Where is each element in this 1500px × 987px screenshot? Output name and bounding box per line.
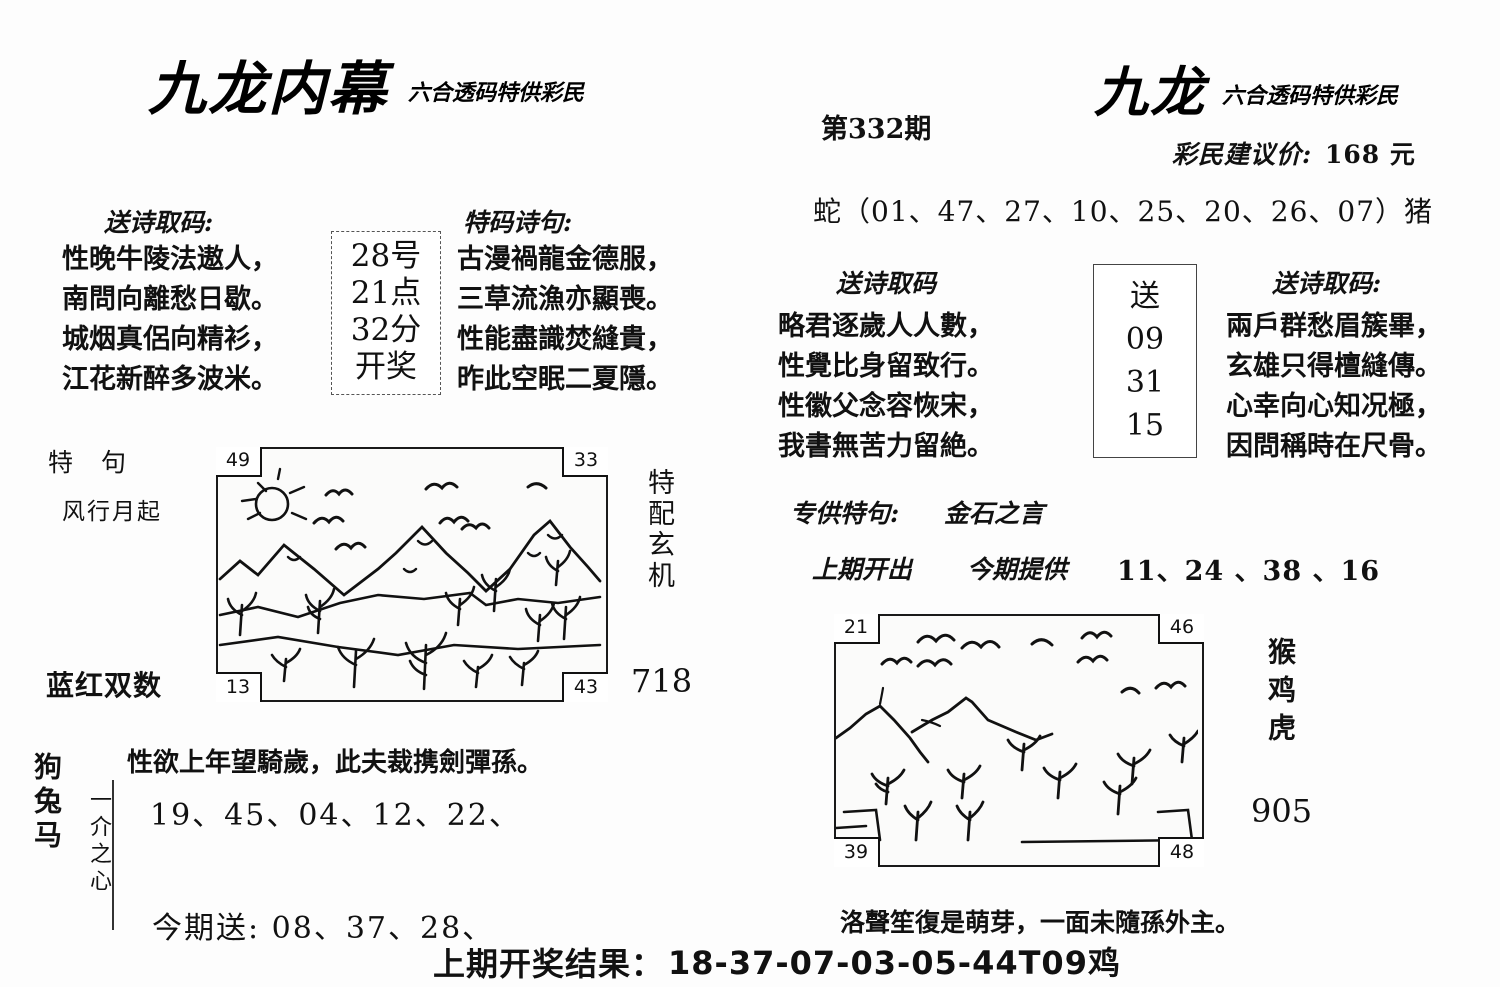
left-side-label-top: 特 句 — [48, 448, 136, 477]
poem-line: 因問稱時在尺骨。 — [1226, 431, 1442, 462]
poem-line: 古漫禍龍金德服， — [457, 244, 673, 275]
poem-line: 三草流漁亦顯喪。 — [457, 284, 673, 315]
right-price-label: 彩民建议价: — [1172, 140, 1313, 169]
right-sketch-corner-top-right: 46 — [1158, 614, 1204, 644]
left-brand-title: 九龙内幕 — [148, 55, 389, 123]
right-sketch-corner-top-left: 21 — [834, 614, 880, 644]
poem-line: 性覺比身留致行。 — [778, 351, 994, 382]
left-code-box: 28号 21点 32分 开奖 — [331, 231, 441, 395]
left-sketch-corner-top-right: 33 — [562, 447, 608, 477]
footer-result: 18-37-07-03-05-44T09鸡 — [668, 944, 1121, 982]
vertical-divider — [112, 780, 114, 930]
right-sketch-corner-bottom-right: 48 — [1158, 837, 1204, 867]
right-zodiac-line: 蛇（01、47、27、10、25、20、26、07）猪 — [813, 195, 1434, 228]
code-line: 15 — [1125, 408, 1165, 443]
poem-line: 性晚牛陵法遨人， — [62, 244, 278, 275]
right-sketch-drawing — [836, 630, 1198, 844]
left-sketch-corner-top-left: 49 — [216, 447, 262, 477]
poem-line: 性能盡識焚縫貴， — [457, 324, 673, 355]
code-line: 28号 — [350, 238, 422, 274]
right-code-box: 送 09 31 15 — [1093, 264, 1197, 458]
left-special-poem-title: 特码诗句: — [463, 208, 573, 237]
right-sketch-corner-bottom-left: 39 — [834, 837, 880, 867]
right-brand-subtitle: 六合透码特供彩民 — [1222, 83, 1399, 109]
code-line: 开奖 — [355, 349, 417, 385]
right-brand-title: 九龙 — [1094, 60, 1206, 124]
left-numbers-line: 19、45、04、12、22、 — [150, 798, 521, 833]
right-issue-number: 第332期 — [821, 114, 932, 145]
right-landscape-sketch: 21 46 39 48 — [834, 614, 1204, 867]
right-second-poem-title: 送诗取码: — [1272, 269, 1382, 298]
left-image-number: 718 — [631, 662, 693, 700]
right-last-issue-label: 上期开出 — [812, 555, 913, 584]
left-brand-subtitle: 六合透码特供彩民 — [408, 80, 585, 106]
right-poem-lines: 略君逐歲人人數， 性覺比身留致行。 性徽父念容恢宋， 我書無苦力留絶。 — [778, 307, 994, 467]
left-bottom-poem: 性欲上年望騎歲，此夫裁携劍彈孫。 — [127, 748, 544, 778]
code-line: 21点 — [350, 275, 422, 311]
left-vertical-label: 特配玄机 — [643, 468, 674, 592]
poem-line: 江花新醉多波米。 — [62, 364, 278, 395]
poem-line: 南問向離愁日歇。 — [62, 284, 278, 315]
poem-line: 我書無苦力留絶。 — [778, 431, 994, 462]
right-price-value: 168 元 — [1325, 140, 1416, 169]
code-line: 32分 — [350, 312, 422, 348]
left-poem-lines: 性晚牛陵法遨人， 南問向離愁日歇。 城烟真侶向精衫， 江花新醉多波米。 — [62, 240, 278, 400]
right-zodiac-column: 猴鸡虎 — [1264, 637, 1297, 751]
poem-line: 心幸向心知况極， — [1226, 391, 1442, 422]
left-side-label-bottom: 蓝红双数 — [46, 669, 163, 702]
poem-line: 昨此空眠二夏隱。 — [457, 364, 673, 395]
right-special-value: 金石之言 — [944, 499, 1045, 528]
right-poem-title: 送诗取码 — [836, 269, 937, 298]
code-line: 09 — [1125, 322, 1165, 357]
poem-line: 兩戶群愁眉簇畢， — [1226, 311, 1442, 342]
poem-line: 略君逐歲人人數， — [778, 311, 994, 342]
poem-line: 性徽父念容恢宋， — [778, 391, 994, 422]
left-zodiac-column: 狗兔马 — [30, 752, 63, 854]
poem-line: 城烟真侶向精衫， — [62, 324, 278, 355]
left-poem-title: 送诗取码: — [104, 208, 214, 237]
right-second-poem-lines: 兩戶群愁眉簇畢， 玄雄只得檀縫傳。 心幸向心知况極， 因問稱時在尺骨。 — [1226, 307, 1442, 467]
right-this-issue-label: 今期提供 — [967, 555, 1068, 584]
right-special-label: 专供特句: — [790, 499, 900, 528]
left-sketch-corner-bottom-left: 13 — [216, 672, 262, 702]
left-sketch-drawing — [218, 467, 602, 691]
right-this-issue-numbers: 11、24 、38 、16 — [1117, 556, 1381, 587]
code-line: 31 — [1125, 365, 1165, 400]
left-send-numbers: 今期送: 08、37、28、 — [152, 911, 495, 946]
left-special-poem-lines: 古漫禍龍金德服， 三草流漁亦顯喪。 性能盡識焚縫貴， 昨此空眠二夏隱。 — [457, 240, 673, 400]
left-side-phrase: 风行月起 — [62, 499, 162, 525]
poem-line: 玄雄只得檀縫傳。 — [1226, 351, 1442, 382]
code-line: 送 — [1130, 279, 1160, 314]
left-idiom-column: 一介之心 — [86, 788, 111, 896]
left-sketch-corner-bottom-right: 43 — [562, 672, 608, 702]
footer-label: 上期开奖结果： — [433, 945, 665, 983]
left-landscape-sketch: 49 33 13 43 — [216, 447, 608, 702]
right-image-number: 905 — [1251, 792, 1313, 830]
right-sketch-caption: 洛聲笙復是萌芽，一面未隨孫外主。 — [840, 908, 1241, 937]
